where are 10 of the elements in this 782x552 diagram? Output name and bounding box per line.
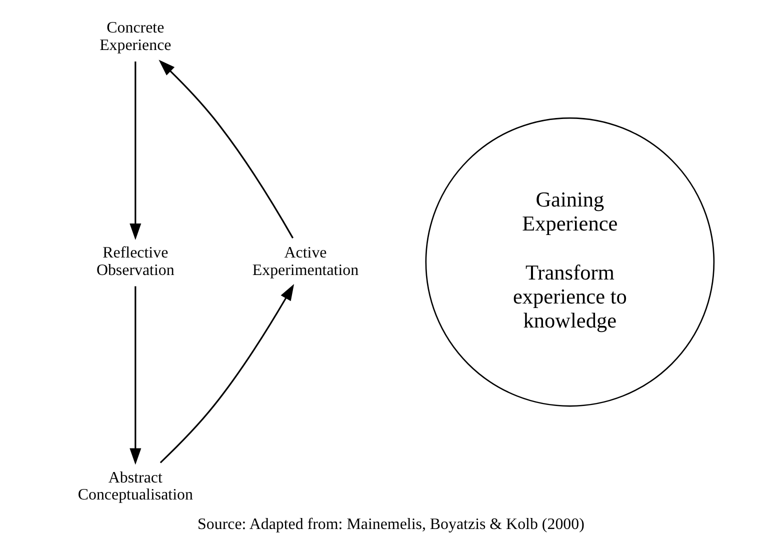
node-text: Abstract Conceptualisation [78,469,193,504]
arrow [160,284,294,464]
caption: Source: Adapted from: Mainemelis, Boyatzis & Kolb (2000) [198,516,584,533]
arrow [130,62,142,240]
arrow [158,60,294,238]
node-text: Concrete Experience [100,20,172,54]
arrow [130,286,142,465]
node-text: Active Experimentation [252,244,359,279]
node-circle: Gaining Experience Transform experience to knowledge [425,117,715,407]
node-text: Reflective Observation [96,244,174,279]
